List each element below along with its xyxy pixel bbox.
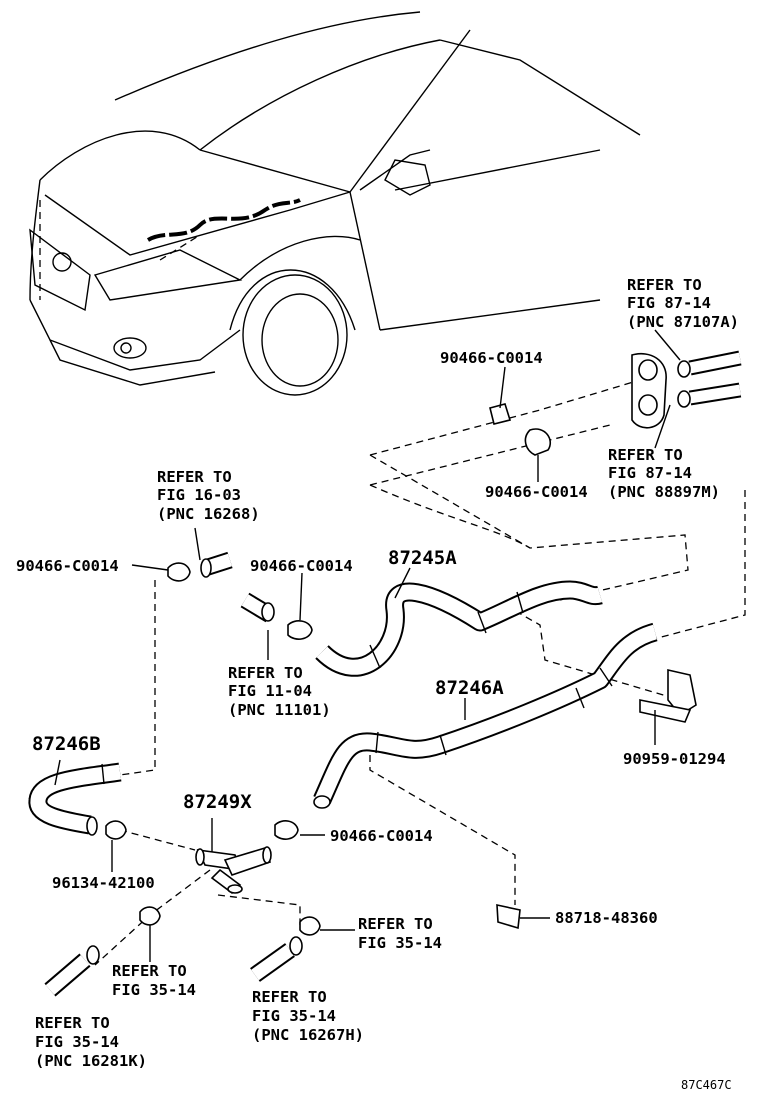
refer-88897M-line1: REFER TO	[608, 446, 683, 464]
label-refer-16268: REFER TO FIG 16-03 (PNC 16268)	[157, 468, 260, 523]
refer-88897M-line3: (PNC 88897M)	[608, 483, 720, 501]
label-refer-87107A: REFER TO FIG 87-14 (PNC 87107A)	[627, 276, 739, 331]
refer-35-14-left-line2: FIG 35-14	[112, 981, 196, 999]
refer-35-14-mid-line2: FIG 35-14	[358, 934, 442, 952]
label-clamp-88718: 88718-48360	[555, 909, 658, 927]
refer-16281K-line3: (PNC 16281K)	[35, 1052, 147, 1070]
label-hose-87245A: 87245A	[388, 547, 457, 569]
label-refer-88897M: REFER TO FIG 87-14 (PNC 88897M)	[608, 446, 720, 501]
refer-16268-line1: REFER TO	[157, 468, 232, 486]
car-illustration	[29, 11, 641, 396]
label-clip-top-b: 90466-C0014	[485, 483, 588, 501]
refer-35-14-mid-line1: REFER TO	[358, 915, 433, 933]
label-joint-87249X: 87249X	[183, 791, 252, 813]
refer-16281K-line1: REFER TO	[35, 1014, 110, 1032]
label-refer-11101: REFER TO FIG 11-04 (PNC 11101)	[228, 664, 331, 719]
refer-87107A-line2: FIG 87-14	[627, 294, 711, 312]
grommet-part	[631, 350, 742, 429]
joint-87249X-shape	[195, 846, 272, 895]
hose-87246B-shape	[28, 762, 122, 836]
label-refer-16267H: REFER TO FIG 35-14 (PNC 16267H)	[252, 988, 364, 1044]
figure-code: 87C467C	[681, 1078, 732, 1092]
label-clip-left: 90466-C0014	[16, 557, 119, 575]
refer-87107A-line1: REFER TO	[627, 276, 702, 294]
label-hose-87246B: 87246B	[32, 733, 101, 755]
label-refer-16281K: REFER TO FIG 35-14 (PNC 16281K)	[35, 1014, 147, 1070]
label-clamp-96134: 96134-42100	[52, 874, 155, 892]
hose-87246A-shape	[313, 622, 658, 809]
label-refer-35-14-left: REFER TO FIG 35-14	[112, 962, 196, 999]
refer-16268-line3: (PNC 16268)	[157, 505, 260, 523]
label-clip-mid: 90466-C0014	[250, 557, 353, 575]
refer-16281K-line2: FIG 35-14	[35, 1033, 119, 1051]
hose-87245A-shape	[315, 580, 603, 677]
leader-lines	[54, 329, 681, 962]
refer-16268-line2: FIG 16-03	[157, 486, 241, 504]
label-clamp-90959: 90959-01294	[623, 750, 726, 768]
label-clip-lower: 90466-C0014	[330, 827, 433, 845]
label-hose-87246A: 87246A	[435, 677, 504, 699]
refer-16267H-line2: FIG 35-14	[252, 1007, 336, 1025]
label-refer-35-14-mid: REFER TO FIG 35-14	[358, 915, 442, 952]
pipe-segments	[44, 551, 303, 997]
refer-11101-line3: (PNC 11101)	[228, 701, 331, 719]
refer-87107A-line3: (PNC 87107A)	[627, 313, 739, 331]
refer-16267H-line3: (PNC 16267H)	[252, 1026, 364, 1044]
refer-16267H-line1: REFER TO	[252, 988, 327, 1006]
refer-88897M-line2: FIG 87-14	[608, 464, 692, 482]
refer-35-14-left-line1: REFER TO	[112, 962, 187, 980]
refer-11101-line1: REFER TO	[228, 664, 303, 682]
refer-11101-line2: FIG 11-04	[228, 682, 312, 700]
label-clip-top-a: 90466-C0014	[440, 349, 543, 367]
